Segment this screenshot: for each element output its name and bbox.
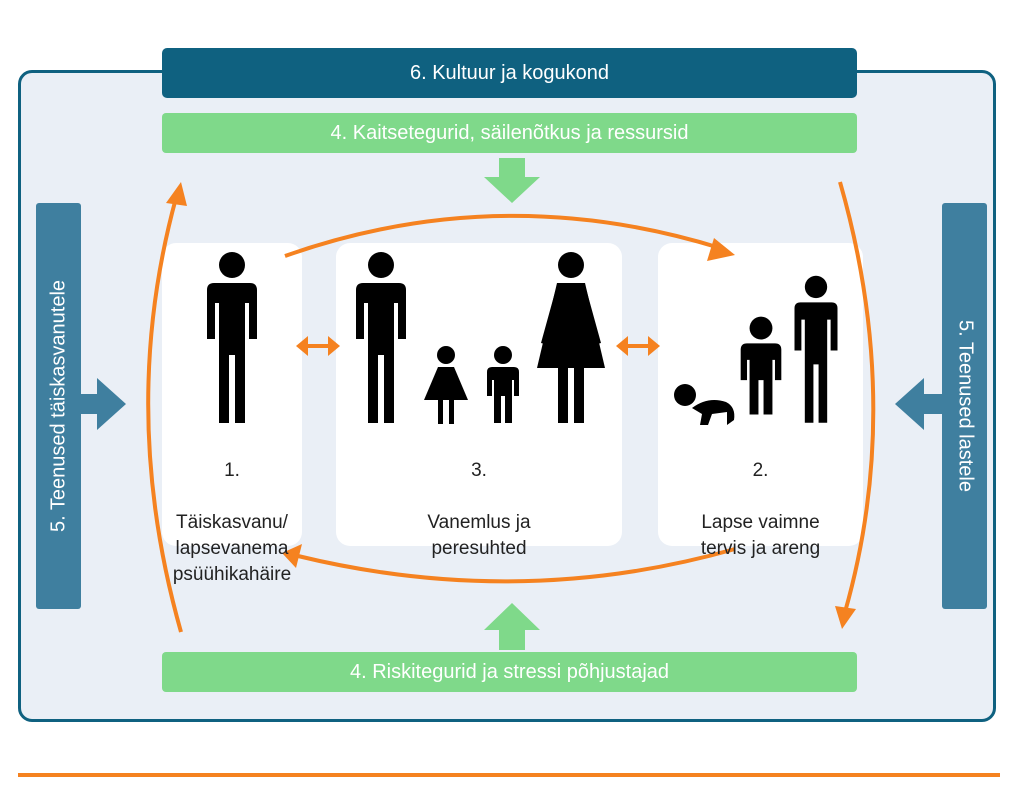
left-cycle-arrow bbox=[146, 197, 183, 633]
adult-to-child-arc-arrow bbox=[284, 213, 721, 258]
left-arrowhead bbox=[166, 182, 187, 206]
risk-factors-bar: 4. Riskitegurid ja stressi põhjustajad bbox=[162, 652, 857, 692]
culture-community-bar: 6. Kultuur ja kogukond bbox=[162, 48, 857, 98]
parenting-box-number: 3. bbox=[471, 460, 487, 481]
child-box-text: Lapse vaimne tervis ja areng bbox=[700, 512, 821, 559]
services-adults-bar: 5. Teenused täiskasvanutele bbox=[36, 203, 81, 609]
parenting-box-label: 3. Vanemlus ja peresuhted bbox=[336, 432, 622, 588]
protective-down-arrow-icon bbox=[484, 158, 540, 203]
right-cycle-arrow bbox=[838, 181, 876, 613]
boy-figure-icon bbox=[487, 346, 519, 423]
parenting-child-double-arrow bbox=[616, 336, 660, 356]
adult-parenting-double-arrow bbox=[296, 336, 340, 356]
adult-box-label: 1. Täiskasvanu/ lapsevanema psüühikahäir… bbox=[162, 432, 302, 614]
right-arrowhead bbox=[835, 606, 856, 629]
services-adults-arrow-icon bbox=[79, 378, 126, 430]
adult-box-number: 1. bbox=[224, 460, 240, 481]
arc-arrowhead bbox=[282, 544, 302, 568]
risk-up-arrow-icon bbox=[484, 603, 540, 650]
child-box-number: 2. bbox=[752, 460, 769, 481]
bottom-divider bbox=[18, 773, 1000, 777]
adult-figure-icon bbox=[207, 252, 257, 423]
services-children-bar: 5. Teenused lastele bbox=[942, 203, 987, 609]
mother-figure-icon bbox=[537, 252, 605, 423]
parenting-box-text: Vanemlus ja peresuhted bbox=[427, 512, 531, 559]
child-box-label: 2. Lapse vaimne tervis ja areng bbox=[658, 432, 863, 588]
adult-box-text: Täiskasvanu/ lapsevanema psüühikahäire bbox=[172, 512, 292, 585]
services-children-arrow-icon bbox=[895, 378, 942, 430]
teen-figure-icon bbox=[794, 275, 838, 423]
child-to-adult-arc-arrow bbox=[297, 547, 736, 584]
crawling-baby-icon bbox=[674, 384, 735, 425]
child-figure-icon bbox=[740, 316, 782, 415]
protective-factors-bar: 4. Kaitsetegurid, säilenõtkus ja ressurs… bbox=[162, 113, 857, 153]
father-figure-icon bbox=[356, 252, 406, 423]
arc-arrowhead bbox=[707, 238, 735, 261]
girl-figure-icon bbox=[424, 346, 468, 424]
